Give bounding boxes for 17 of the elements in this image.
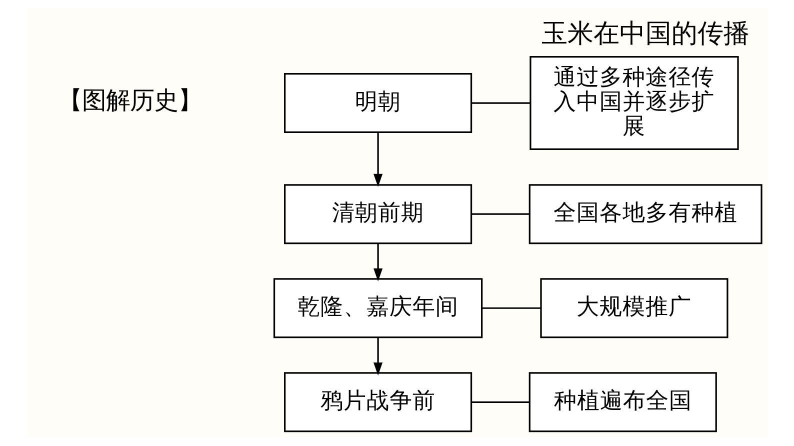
connector bbox=[470, 401, 529, 403]
connector bbox=[471, 102, 530, 104]
connector bbox=[482, 307, 540, 309]
node-box: 乾隆、嘉庆年间 bbox=[272, 278, 482, 338]
node-box: 通过多种途径传入中国并逐步扩展 bbox=[529, 56, 738, 150]
arrow bbox=[373, 243, 382, 282]
arrow bbox=[373, 132, 382, 187]
node-box: 全国各地多有种植 bbox=[528, 184, 762, 244]
node-box: 明朝 bbox=[284, 73, 472, 133]
node-box: 清朝前期 bbox=[284, 184, 472, 244]
arrow bbox=[373, 338, 382, 376]
label: 【图解历史】 bbox=[57, 86, 202, 115]
connector bbox=[471, 213, 529, 215]
node-box: 鸦片战争前 bbox=[284, 372, 472, 432]
node-box: 大规模推广 bbox=[540, 278, 728, 338]
diagram-title: 玉米在中国的传播 bbox=[541, 18, 750, 49]
node-box: 种植遍布全国 bbox=[528, 372, 716, 432]
